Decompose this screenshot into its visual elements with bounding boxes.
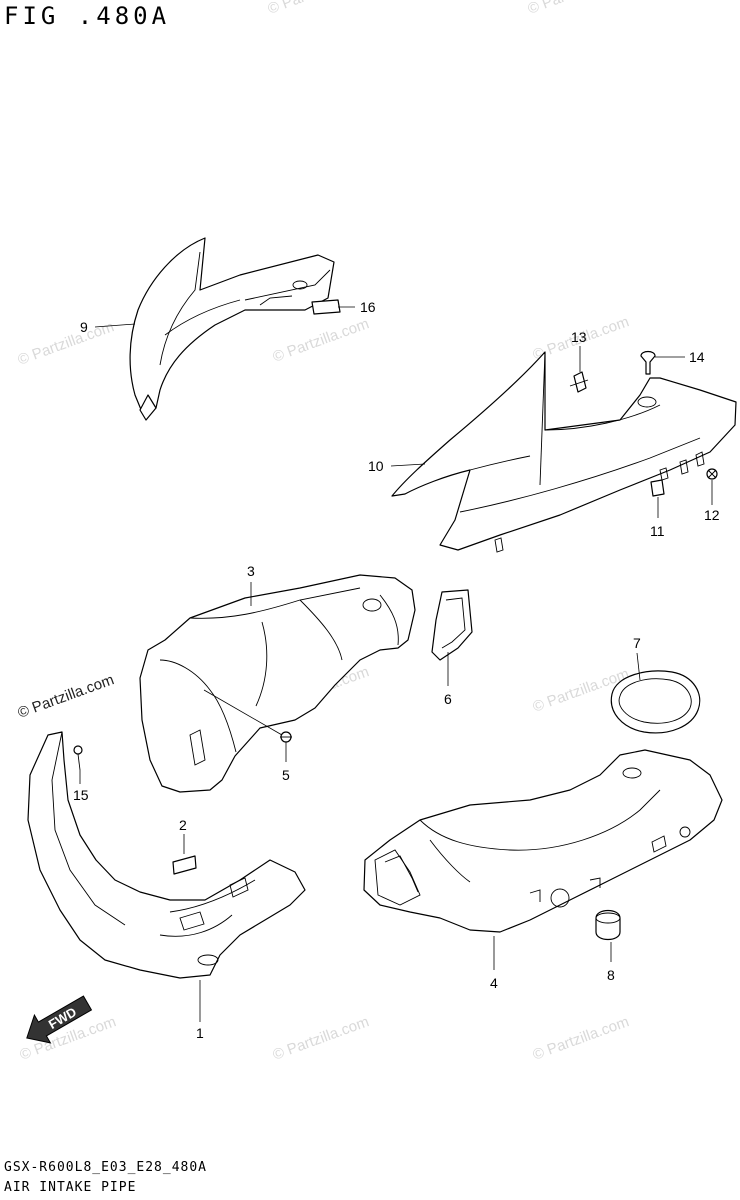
part-7-ring — [610, 670, 701, 734]
part-2-label — [172, 855, 197, 875]
model-code: GSX-R600L8_E03_E28_480A — [4, 1160, 208, 1175]
part-1-lower-cowl — [27, 731, 306, 979]
leader-lines — [79, 306, 713, 1022]
part-16-label-pad — [311, 299, 341, 315]
callout-3: 3 — [247, 563, 255, 579]
callout-2: 2 — [179, 817, 187, 833]
watermark: © Partzilla.com — [16, 318, 117, 369]
callout-5: 5 — [282, 767, 290, 783]
part-9-upper-duct — [129, 237, 335, 421]
callout-12: 12 — [704, 507, 720, 523]
part-10-side-cover — [391, 351, 737, 553]
watermark: © Partzilla.com — [531, 1013, 632, 1064]
callout-labels: 1 2 3 4 5 6 7 8 9 10 11 12 13 14 15 16 — [73, 299, 720, 1041]
watermark: © Partzilla.com — [271, 1013, 372, 1064]
watermark: © Partzilla.com — [266, 0, 367, 18]
callout-14: 14 — [689, 349, 705, 365]
part-3-inner-duct — [139, 574, 416, 793]
part-14-rivet — [640, 350, 656, 375]
figure-title: FIG .480A — [4, 2, 171, 30]
callout-9: 9 — [80, 319, 88, 335]
part-13-screw — [569, 371, 589, 393]
callout-6: 6 — [444, 691, 452, 707]
callout-15: 15 — [73, 787, 89, 803]
callout-11: 11 — [650, 523, 665, 539]
callout-1: 1 — [196, 1025, 204, 1041]
part-6-seal — [431, 589, 473, 661]
callout-4: 4 — [490, 975, 498, 991]
callout-13: 13 — [571, 329, 587, 345]
watermark: © Partzilla.com — [271, 315, 372, 366]
part-8-grommet — [595, 909, 621, 941]
callout-7: 7 — [633, 635, 641, 651]
part-4-intake-pipe — [363, 749, 723, 933]
watermark: © Partzilla.com — [526, 0, 627, 18]
part-5-screw — [280, 731, 292, 743]
section-title: AIR INTAKE PIPE — [4, 1180, 137, 1195]
callout-16: 16 — [360, 299, 376, 315]
callout-10: 10 — [368, 458, 384, 474]
part-15-screw — [73, 745, 83, 771]
part-12-screw — [706, 468, 718, 480]
watermark-dark: © Partzilla.com — [16, 671, 117, 722]
part-11-clip — [650, 479, 665, 497]
callout-8: 8 — [607, 967, 615, 983]
